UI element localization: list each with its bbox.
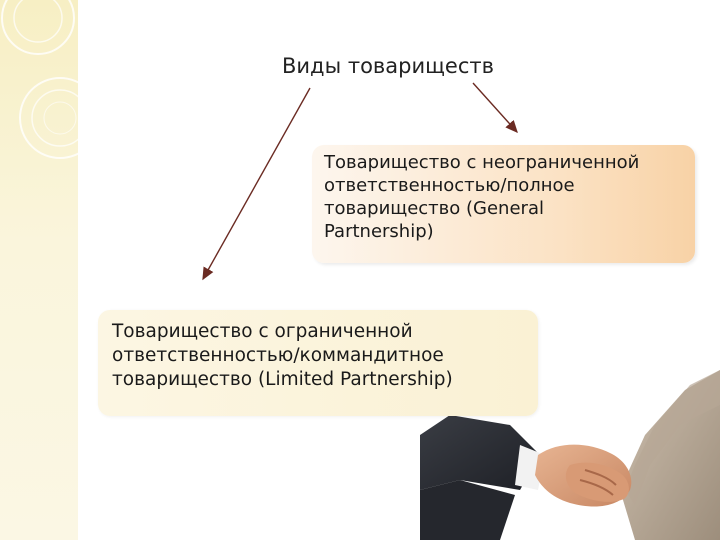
limited-partnership-box: Товарищество с ограниченной ответственно… bbox=[98, 310, 538, 416]
handshake-photo bbox=[420, 315, 720, 540]
sidebar-circles-decoration bbox=[1, 0, 78, 159]
box-text-line: Товарищество с ограниченной bbox=[112, 321, 413, 342]
arrow-to-limited bbox=[202, 87, 311, 281]
box-text-line: товарищество (Limited Partnership) bbox=[112, 369, 453, 390]
box-text-line: ответственностью/коммандитное bbox=[112, 345, 444, 366]
diagram-title: Виды товариществ bbox=[282, 54, 494, 78]
box-text-line: товарищество (General bbox=[324, 198, 544, 219]
unlimited-partnership-box: Товарищество с неограниченной ответствен… bbox=[312, 145, 695, 263]
arrow-to-unlimited bbox=[472, 82, 518, 134]
decorative-sidebar bbox=[0, 0, 78, 540]
box-text-line: Товарищество с неограниченной bbox=[324, 152, 640, 173]
box-text-line: ответственностью/полное bbox=[324, 175, 575, 196]
box-text-line: Partnership) bbox=[324, 221, 434, 242]
